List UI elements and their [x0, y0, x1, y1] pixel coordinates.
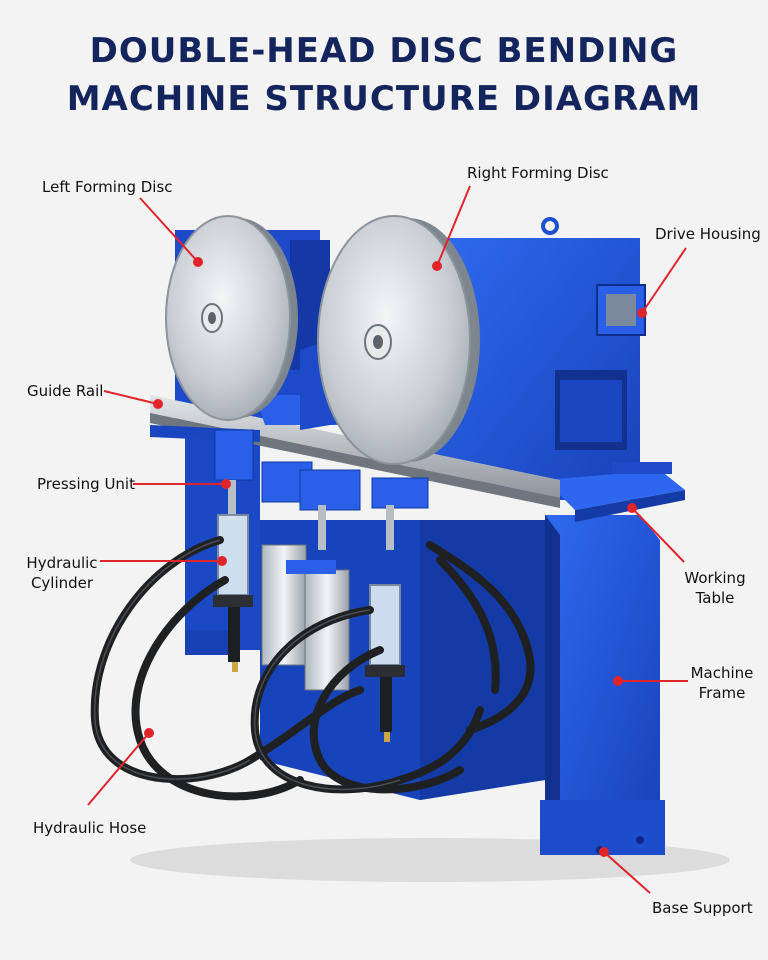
label-guide-rail: Guide Rail	[27, 382, 104, 400]
label-working-table: Working Table	[680, 568, 750, 608]
left-forming-disc	[165, 215, 298, 421]
diagram-title-line-2: MACHINE STRUCTURE DIAGRAM	[66, 79, 702, 119]
diagram-title-line-1: DOUBLE-HEAD DISC BENDING	[89, 31, 679, 71]
hose-sheen	[94, 539, 401, 791]
label-left-forming-disc: Left Forming Disc	[42, 178, 173, 196]
label-machine-frame-line-2: Frame	[698, 684, 746, 702]
label-working-table-line-2: Table	[695, 589, 735, 607]
pressing-units	[214, 429, 429, 550]
label-working-table-line-1: Working	[684, 569, 746, 587]
label-hydraulic-cylinder: Hydraulic Cylinder	[24, 553, 100, 593]
label-right-forming-disc: Right Forming Disc	[467, 164, 609, 182]
label-drive-housing: Drive Housing	[655, 225, 761, 243]
machine-frame	[540, 515, 665, 855]
label-hydraulic-cylinder-line-2: Cylinder	[30, 574, 94, 592]
label-machine-frame-line-1: Machine	[690, 664, 754, 682]
leader-lines	[87, 185, 688, 894]
right-forming-disc	[317, 215, 480, 465]
label-machine-frame: Machine Frame	[686, 663, 758, 703]
label-base-support: Base Support	[652, 899, 753, 917]
label-hydraulic-cylinder-line-1: Hydraulic	[26, 554, 98, 572]
drive-housing	[420, 217, 646, 500]
label-hydraulic-hose: Hydraulic Hose	[33, 819, 147, 837]
label-pressing-unit: Pressing Unit	[37, 475, 135, 493]
